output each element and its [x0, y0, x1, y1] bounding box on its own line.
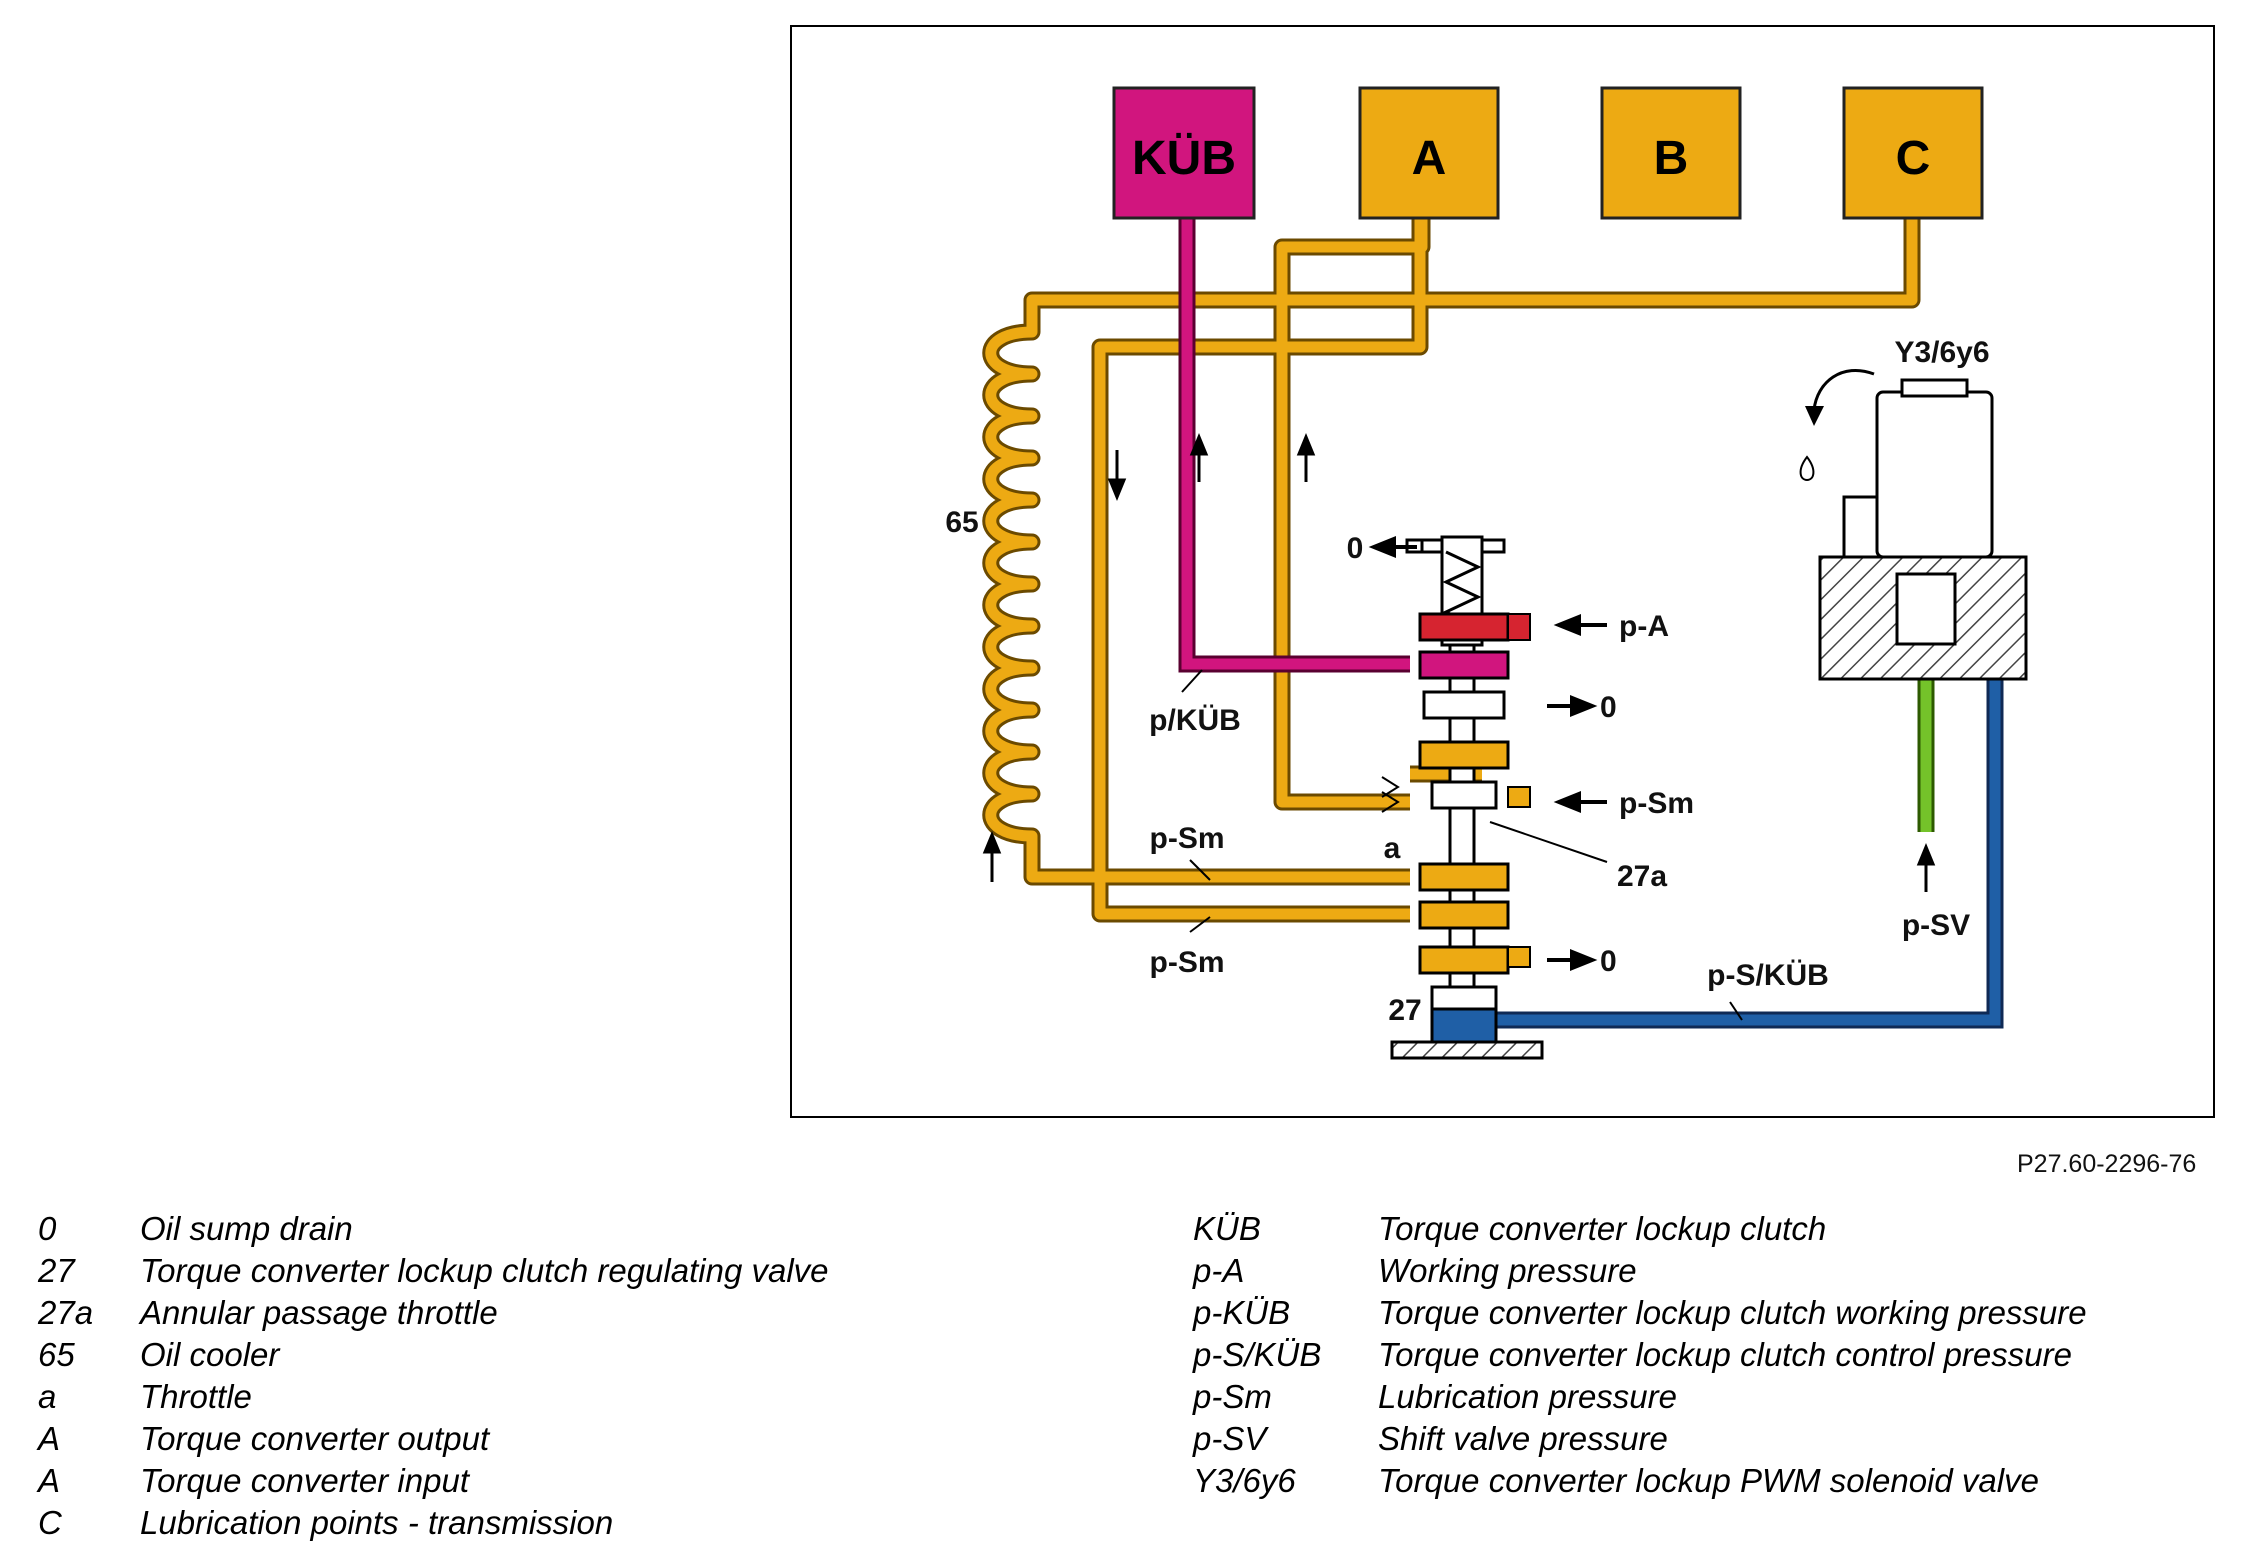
p-kub-label: p/KÜB — [1149, 704, 1241, 737]
legend-row: 65 Oil cooler — [38, 1336, 829, 1378]
b-block: B — [1600, 86, 1742, 220]
annular-label: 27a — [1617, 860, 1667, 893]
legend-row: A Torque converter output — [38, 1420, 829, 1462]
p-sm-right-label: p-Sm — [1619, 787, 1694, 820]
lubrication-lines — [982, 217, 1921, 923]
legend-description: Throttle — [140, 1378, 252, 1415]
p-s-kub-label: p-S/KÜB — [1707, 959, 1829, 992]
kub-block-label: KÜB — [1132, 132, 1236, 185]
leader-lines — [1181, 669, 1743, 1021]
legend-description: Annular passage throttle — [140, 1294, 498, 1331]
legend-right: KÜB Torque converter lockup clutch p-A Work… — [1193, 1210, 2087, 1504]
legend-key: C — [38, 1504, 62, 1541]
legend-row: Y3/6y6 Torque converter lockup PWM soleno… — [1193, 1462, 2087, 1504]
valve-label: 27 — [1388, 994, 1421, 1027]
legend-left: 0 Oil sump drain 27 Torque converter lockup… — [38, 1210, 829, 1546]
legend-row: 27a Annular passage throttle — [38, 1294, 829, 1336]
legend-description: Lubrication pressure — [1378, 1378, 1677, 1415]
lockup-line — [1178, 217, 1410, 673]
legend-description: Shift valve pressure — [1378, 1420, 1668, 1457]
legend-row: C Lubrication points - transmission — [38, 1504, 829, 1546]
flow-arrows — [982, 433, 1936, 892]
legend-key: Y3/6y6 — [1193, 1462, 1296, 1499]
hydraulic-diagram: KÜB A B C — [790, 25, 2215, 1118]
legend-key: KÜB — [1193, 1210, 1261, 1247]
legend-description: Torque converter lockup PWM solenoid val… — [1378, 1462, 2039, 1499]
legend-key: p-SV — [1193, 1420, 1267, 1457]
legend-key: 65 — [38, 1336, 75, 1373]
legend-key: 0 — [38, 1210, 57, 1247]
legend-description: Torque converter lockup clutch working p… — [1378, 1294, 2087, 1331]
legend-key: 27 — [38, 1252, 75, 1289]
drain-mid-label: 0 — [1600, 691, 1617, 724]
legend-description: Torque converter lockup clutch control p… — [1378, 1336, 2072, 1373]
kub-block: KÜB — [1112, 86, 1256, 220]
legend-row: p-A Working pressure — [1193, 1252, 2087, 1294]
legend-key: p-KÜB — [1193, 1294, 1291, 1331]
p-sm-1-label: p-Sm — [1150, 822, 1225, 855]
legend-key: A — [38, 1462, 61, 1499]
p-a-label: p-A — [1619, 610, 1669, 643]
legend-row: 27 Torque converter lockup clutch regulat… — [38, 1252, 829, 1294]
legend-row: p-Sm Lubrication pressure — [1193, 1378, 2087, 1420]
a-block-label: A — [1412, 132, 1447, 185]
b-block-label: B — [1654, 132, 1689, 185]
legend-key: p-S/KÜB — [1193, 1336, 1322, 1373]
legend-row: p-S/KÜB Torque converter lockup clutch co… — [1193, 1336, 2087, 1378]
legend-row: a Throttle — [38, 1378, 829, 1420]
legend-description: Oil cooler — [140, 1336, 280, 1373]
figure-reference: P27.60-2296-76 — [2017, 1150, 2197, 1178]
legend-description: Lubrication points - transmission — [140, 1504, 614, 1541]
solenoid-label: Y3/6y6 — [1894, 336, 1989, 369]
legend-key: p-Sm — [1193, 1378, 1272, 1415]
legend-key: p-A — [1193, 1252, 1245, 1289]
legend-key: a — [38, 1378, 57, 1415]
drain-top-label: 0 — [1347, 532, 1364, 565]
legend-description: Torque converter lockup clutch regulatin… — [140, 1252, 829, 1289]
regulating-valve — [1381, 535, 1608, 1060]
legend-description: Oil sump drain — [140, 1210, 353, 1247]
legend-row: 0 Oil sump drain — [38, 1210, 829, 1252]
legend-description: Torque converter input — [140, 1462, 469, 1499]
legend-row: KÜB Torque converter lockup clutch — [1193, 1210, 2087, 1252]
cooler-label: 65 — [945, 506, 978, 539]
legend-key: A — [38, 1420, 61, 1457]
solenoid-valve — [1799, 368, 2028, 681]
port-arrows — [1368, 536, 1607, 971]
c-block: C — [1842, 86, 1984, 220]
a-block: A — [1358, 86, 1500, 220]
legend-description: Torque converter lockup clutch — [1378, 1210, 1827, 1247]
legend-row: p-KÜB Torque converter lockup clutch work… — [1193, 1294, 2087, 1336]
legend-key: 27a — [38, 1294, 94, 1331]
drain-low-label: 0 — [1600, 945, 1617, 978]
p-sv-label: p-SV — [1902, 909, 1970, 942]
legend-row: A Torque converter input — [38, 1462, 829, 1504]
legend-description: Torque converter output — [140, 1420, 490, 1457]
legend-description: Working pressure — [1378, 1252, 1637, 1289]
c-block-label: C — [1896, 132, 1931, 185]
throttle-label: a — [1384, 832, 1401, 865]
legend-row: p-SV Shift valve pressure — [1193, 1420, 2087, 1462]
p-sm-2-label: p-Sm — [1150, 946, 1225, 979]
